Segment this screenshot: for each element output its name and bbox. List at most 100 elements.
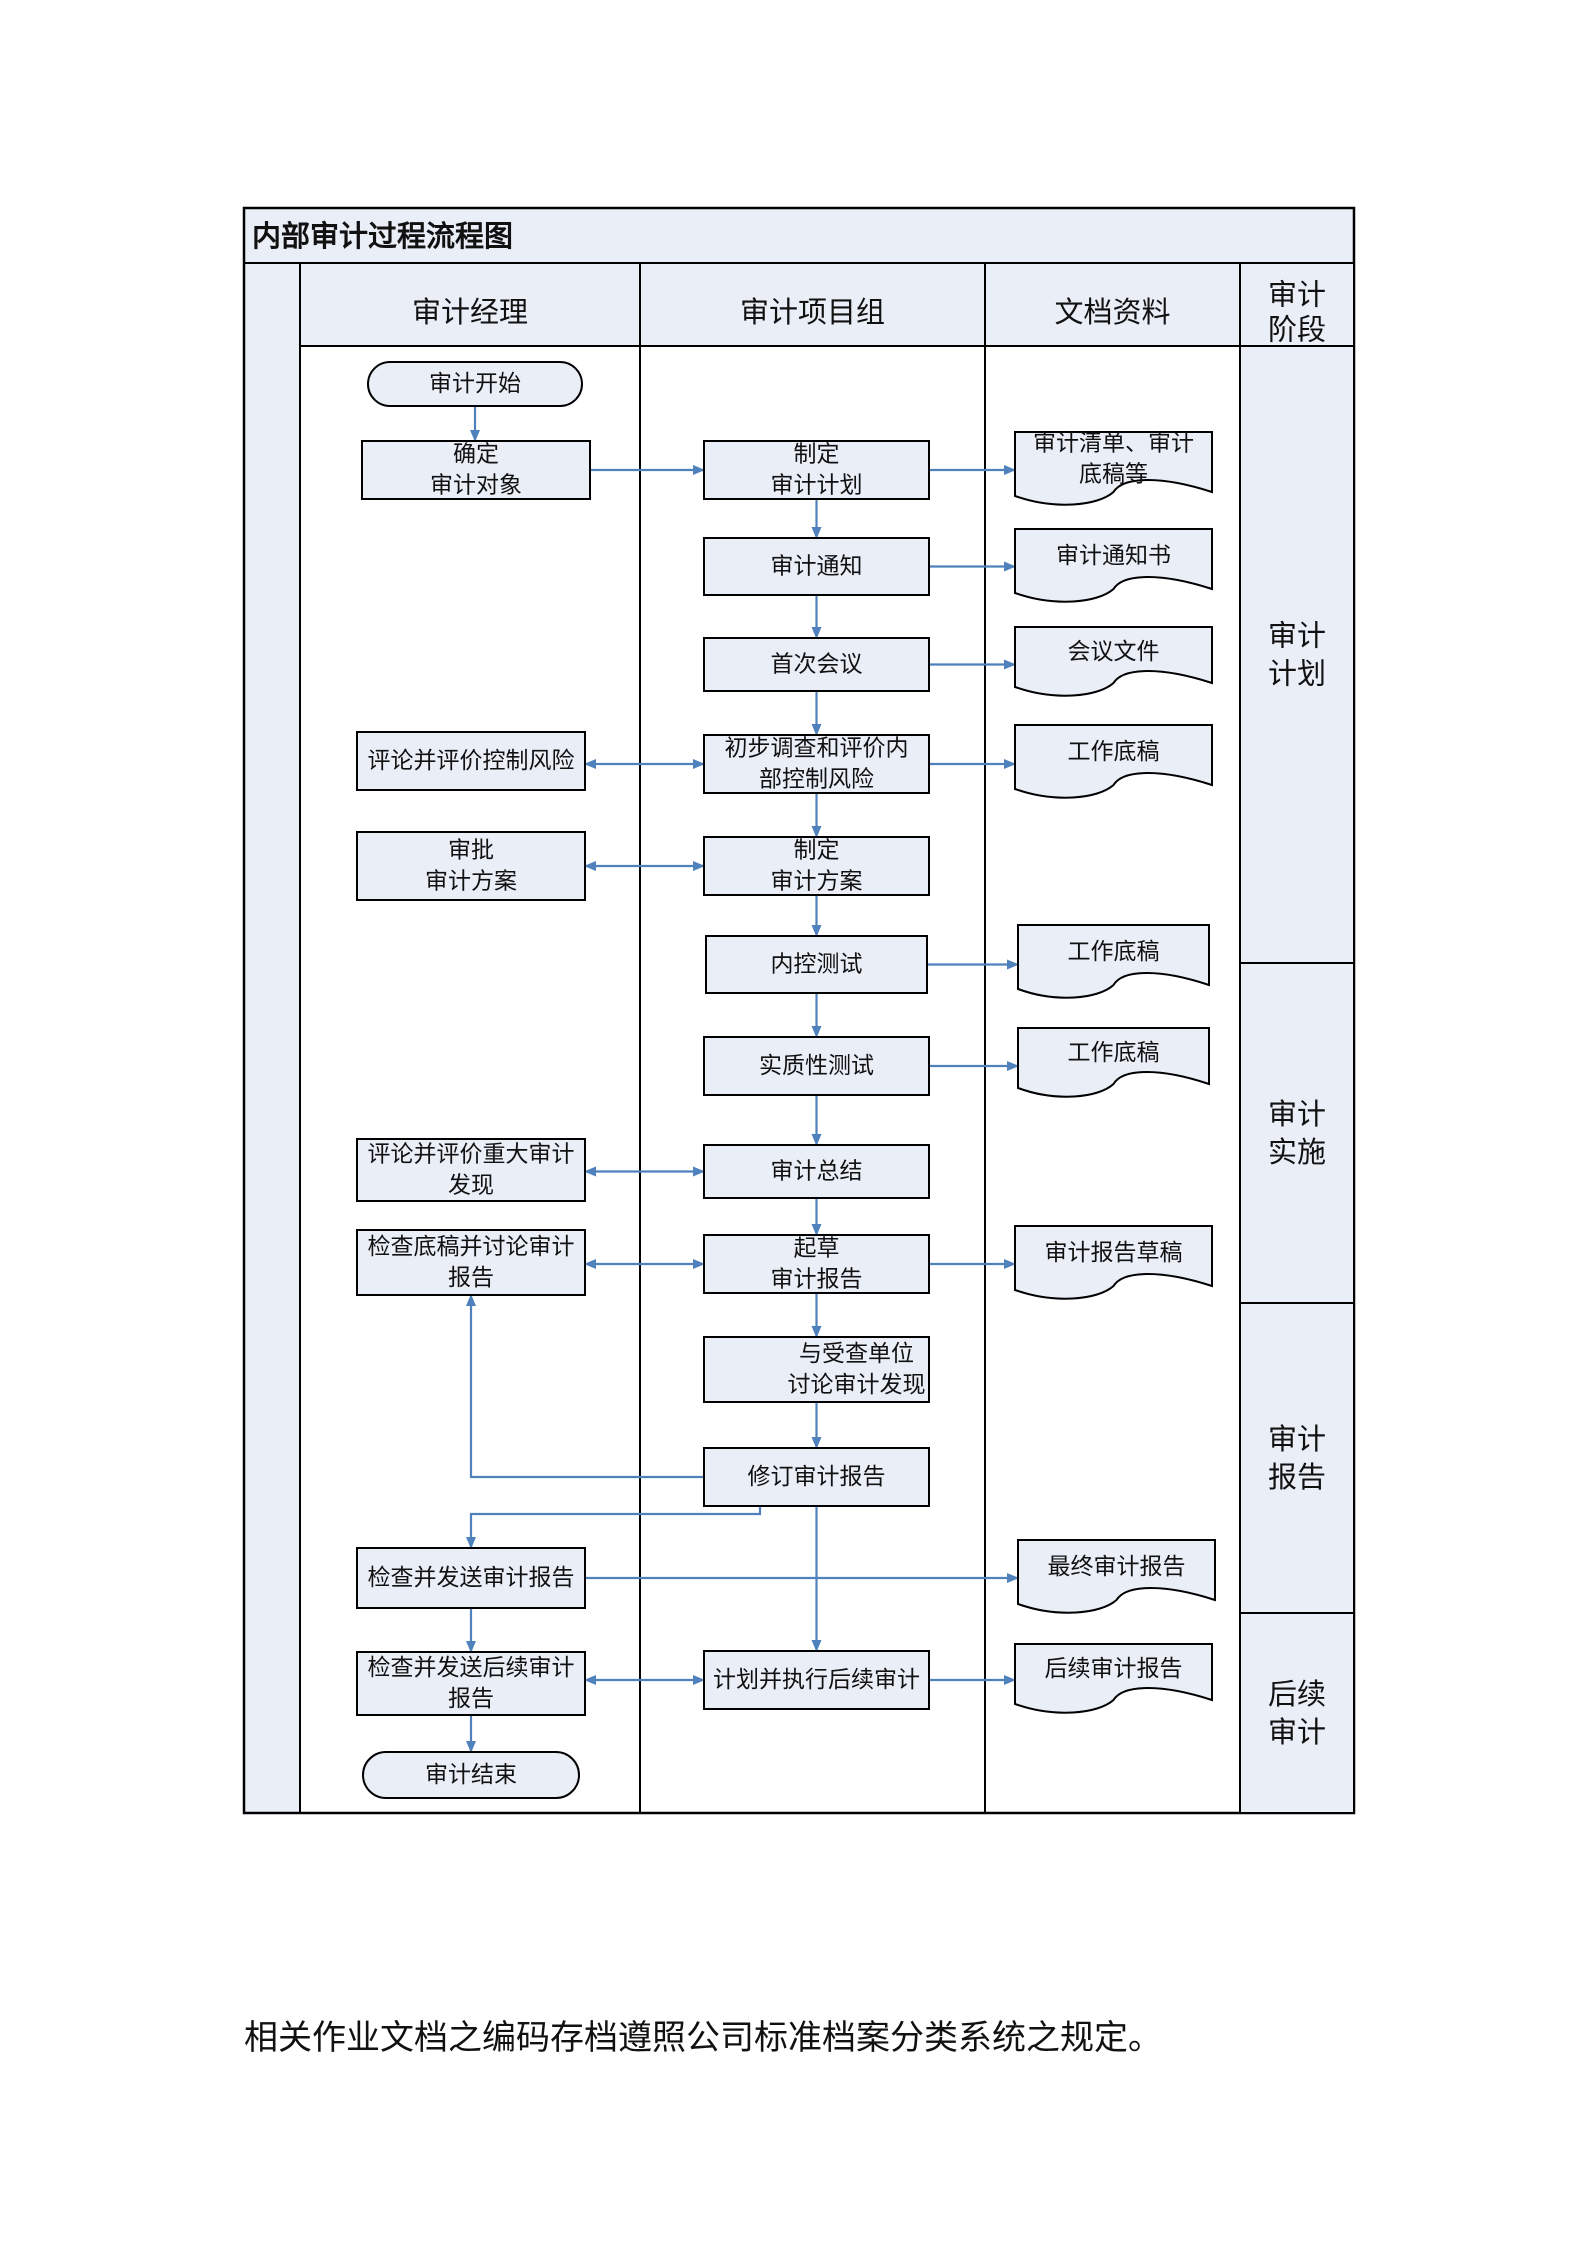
document-shape bbox=[1017, 924, 1210, 999]
diagram-title: 内部审计过程流程图 bbox=[252, 219, 513, 253]
document-shape bbox=[1014, 528, 1213, 603]
node-label: 审计计划 bbox=[771, 473, 863, 499]
edge-revise-to-send-report bbox=[466, 1506, 762, 1549]
lane-title: 文档资料 bbox=[1054, 295, 1170, 329]
node-label: 修订审计报告 bbox=[748, 1464, 886, 1490]
node-label: 报告 bbox=[448, 1265, 494, 1291]
process-shape bbox=[703, 734, 930, 794]
lane-title: 审计经理 bbox=[412, 295, 528, 329]
node-label: 审计结束 bbox=[425, 1762, 517, 1788]
footer-note: 相关作业文档之编码存档遵照公司标准档案分类系统之规定。 bbox=[244, 2018, 1162, 2058]
node-label: 计划并执行后续审计 bbox=[713, 1667, 920, 1693]
node-summary: 审计总结 bbox=[703, 1144, 930, 1199]
node-label: 工作底稿 bbox=[1068, 739, 1160, 765]
node-doc-notice: 审计通知书 bbox=[1014, 528, 1213, 603]
node-label: 首次会议 bbox=[771, 652, 863, 678]
node-label: 初步调查和评价内 bbox=[725, 736, 909, 762]
phase-plan bbox=[1239, 345, 1355, 964]
lane-title: 审计项目组 bbox=[740, 295, 885, 329]
phase-label: 计划 bbox=[1268, 657, 1326, 691]
node-label: 会议文件 bbox=[1068, 639, 1160, 665]
node-plan-follow: 计划并执行后续审计 bbox=[703, 1650, 930, 1710]
process-shape bbox=[356, 1651, 586, 1716]
phase-label: 实施 bbox=[1268, 1135, 1326, 1169]
node-label: 部控制风险 bbox=[759, 767, 874, 793]
node-start: 审计开始 bbox=[367, 361, 583, 407]
node-label: 实质性测试 bbox=[759, 1053, 874, 1079]
node-label: 工作底稿 bbox=[1068, 939, 1160, 965]
phase-follow bbox=[1239, 1612, 1355, 1814]
terminal-shape bbox=[367, 361, 583, 407]
phase-report bbox=[1239, 1302, 1355, 1614]
phase-label: 后续 bbox=[1268, 1677, 1326, 1711]
node-label: 审计方案 bbox=[425, 869, 517, 895]
node-label: 审计开始 bbox=[429, 371, 521, 397]
node-label: 审计通知书 bbox=[1056, 543, 1171, 569]
node-notice: 审计通知 bbox=[703, 537, 930, 596]
node-send-report: 检查并发送审计报告 bbox=[356, 1547, 586, 1609]
phase-label: 审计 bbox=[1268, 1422, 1326, 1456]
process-shape bbox=[703, 440, 930, 500]
process-shape bbox=[356, 1229, 586, 1296]
process-shape bbox=[356, 831, 586, 901]
phase-label: 审计 bbox=[1268, 1097, 1326, 1131]
phase-header bbox=[1239, 262, 1355, 347]
phase-label: 审计 bbox=[1268, 619, 1326, 653]
process-shape bbox=[356, 1138, 586, 1202]
node-doc-wp1: 工作底稿 bbox=[1014, 724, 1213, 799]
node-label: 最终审计报告 bbox=[1048, 1554, 1186, 1580]
process-shape bbox=[361, 440, 591, 500]
node-label: 检查并发送审计报告 bbox=[368, 1565, 575, 1591]
lane-header-0 bbox=[299, 262, 641, 347]
process-shape bbox=[703, 1447, 930, 1507]
node-label: 检查底稿并讨论审计 bbox=[368, 1234, 575, 1260]
process-shape bbox=[703, 1336, 930, 1403]
document-shape bbox=[1014, 1225, 1213, 1300]
node-label: 检查并发送后续审计 bbox=[368, 1655, 575, 1681]
phase-label: 报告 bbox=[1268, 1460, 1326, 1494]
node-label: 审批 bbox=[448, 838, 494, 864]
node-label: 审计通知 bbox=[771, 554, 863, 580]
node-subst-test: 实质性测试 bbox=[703, 1036, 930, 1096]
document-shape bbox=[1017, 1027, 1210, 1098]
node-doc-wp2: 工作底稿 bbox=[1017, 924, 1210, 999]
node-label: 工作底稿 bbox=[1068, 1040, 1160, 1066]
node-doc-meeting: 会议文件 bbox=[1014, 626, 1213, 697]
node-label: 审计清单、审计 bbox=[1033, 431, 1194, 457]
document-shape bbox=[1014, 626, 1213, 697]
node-label: 审计报告草稿 bbox=[1045, 1240, 1183, 1266]
node-doc-final: 最终审计报告 bbox=[1017, 1539, 1216, 1614]
node-label: 后续审计报告 bbox=[1045, 1656, 1183, 1682]
document-shape bbox=[1014, 431, 1213, 506]
document-shape bbox=[1014, 1643, 1213, 1714]
node-label: 起草 bbox=[794, 1236, 840, 1262]
lane-header-1 bbox=[639, 262, 986, 347]
node-layer: 审计开始确定审计对象评论并评价控制风险审批审计方案评论并评价重大审计发现检查底稿… bbox=[356, 361, 1216, 1799]
node-label: 与受查单位 bbox=[799, 1341, 914, 1367]
document-shape bbox=[1014, 724, 1213, 799]
terminal-shape bbox=[362, 1751, 580, 1799]
process-shape bbox=[703, 1144, 930, 1199]
process-shape bbox=[703, 836, 930, 896]
node-label: 确定 bbox=[453, 442, 499, 468]
process-shape bbox=[703, 637, 930, 692]
process-shape bbox=[703, 537, 930, 596]
phase-header-text: 阶段 bbox=[1268, 313, 1326, 347]
process-shape bbox=[703, 1234, 930, 1294]
node-label: 制定 bbox=[794, 442, 840, 468]
process-shape bbox=[703, 1650, 930, 1710]
process-shape bbox=[356, 1547, 586, 1609]
process-shape bbox=[705, 935, 928, 994]
node-label: 制定 bbox=[794, 838, 840, 864]
